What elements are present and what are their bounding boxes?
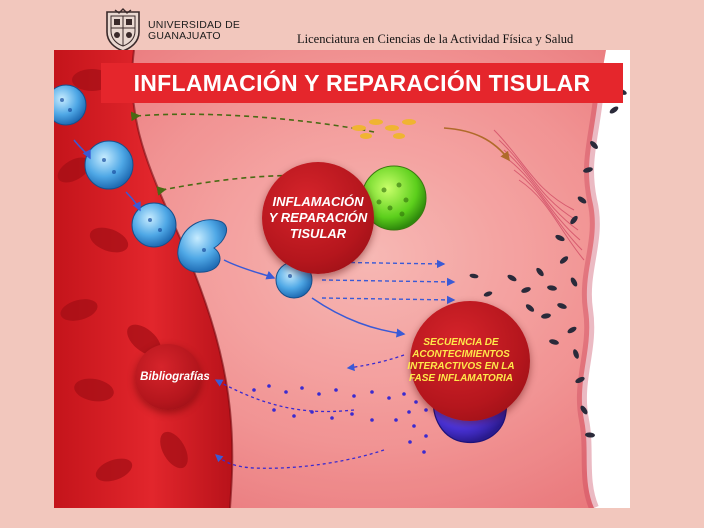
inflammation-scene-svg: [54, 50, 630, 508]
node-bibliografias-label: Bibliografías: [140, 371, 210, 383]
page-title: INFLAMACIÓN Y REPARACIÓN TISULAR: [133, 69, 591, 96]
node-secuencia-line1: SECUENCIA DE: [423, 337, 499, 348]
node-inflamacion-line3: TISULAR: [289, 226, 347, 241]
node-inflamacion-label: INFLAMACIÓN Y REPARACIÓN TISULAR: [268, 194, 368, 242]
node-secuencia-line3: INTERACTIVOS EN LA: [407, 361, 515, 372]
university-name-line2: GUANAJUATO: [148, 30, 221, 42]
node-secuencia-acontecimientos[interactable]: SECUENCIA DE ACONTECIMIENTOS INTERACTIVO…: [407, 301, 530, 421]
node-secuencia-label: SECUENCIA DE ACONTECIMIENTOS INTERACTIVO…: [404, 337, 530, 385]
node-secuencia-line2: ACONTECIMIENTOS: [412, 349, 510, 360]
header: UNIVERSIDAD DE GUANAJUATO Licenciatura e…: [0, 0, 704, 52]
university-name-line1: UNIVERSIDAD DE: [148, 19, 241, 31]
tissue-illustration: [54, 50, 630, 508]
university-name: UNIVERSIDAD DE GUANAJUATO: [148, 20, 240, 42]
node-bibliografias[interactable]: Bibliografías: [135, 344, 210, 410]
node-inflamacion-line1: INFLAMACIÓN: [272, 194, 364, 209]
program-name: Licenciatura en Ciencias de la Actividad…: [297, 32, 574, 46]
node-inflamacion-reparacion[interactable]: INFLAMACIÓN Y REPARACIÓN TISULAR: [262, 162, 374, 274]
university-shield-icon: [106, 8, 140, 52]
title-banner: INFLAMACIÓN Y REPARACIÓN TISULAR: [101, 63, 623, 103]
node-secuencia-line4: FASE INFLAMATORIA: [408, 373, 514, 384]
node-inflamacion-line2: Y REPARACIÓN: [268, 210, 368, 225]
